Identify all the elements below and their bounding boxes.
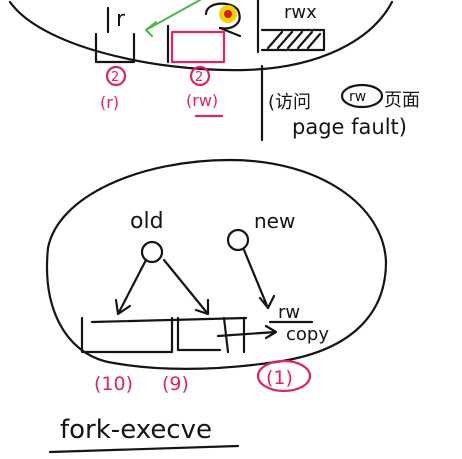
- process-label-new: new: [254, 209, 295, 233]
- page-frame-left: [80, 316, 174, 354]
- page-frame-top: [90, 316, 248, 324]
- red-dot-marker: [224, 10, 232, 18]
- arrow-old-left: [114, 258, 148, 316]
- perm-label-rwx: rwx: [284, 2, 317, 23]
- arrow-new-copy: [242, 248, 276, 310]
- count-circle-middle: [189, 65, 211, 87]
- process-circle-top: [204, 2, 241, 30]
- address-space-oval-bottom: [46, 158, 388, 370]
- process-circle-old: [140, 240, 164, 264]
- green-arrow: [145, 0, 201, 37]
- caption-underline: [48, 444, 240, 454]
- address-space-top: r rwx 2 (r) 2 (rw) (访问 rw 页面 page fault): [8, 0, 420, 142]
- copy-label: copy: [286, 324, 329, 345]
- perm-rw-copy: rw: [278, 302, 300, 323]
- count-circle-left: [105, 65, 127, 87]
- process-stroke-top: [218, 26, 242, 38]
- perm-rw-label: (rw): [186, 91, 218, 110]
- process-circle-new: [226, 228, 250, 252]
- arrow-old-right: [162, 258, 210, 316]
- address-space-bottom: old new rw copy (10) (9) (1): [46, 158, 388, 395]
- process-label-old: old: [130, 209, 164, 234]
- note-circled-rw: [340, 83, 384, 109]
- page-fault-note: (访问 rw 页面 page fault): [260, 64, 420, 142]
- count-right-bottom: (1): [266, 367, 293, 389]
- note-line1-prefix: (访问: [268, 92, 311, 113]
- count-left-top: 2: [111, 70, 119, 85]
- count-middle-bottom: (9): [162, 373, 189, 395]
- note-line2: page fault): [292, 115, 407, 139]
- note-circled-text: rw: [349, 89, 366, 105]
- page-box-r: [94, 32, 136, 64]
- count-left-bottom: (10): [94, 373, 133, 395]
- process-cursor-marker: [204, 2, 242, 38]
- page-copy-frame: [216, 316, 278, 354]
- page-frame-mid: [176, 316, 222, 352]
- count-middle-top: 2: [195, 70, 203, 85]
- note-line1-suffix: 页面: [384, 90, 420, 111]
- count-right-circle: [256, 359, 312, 393]
- address-space-oval-top: [8, 0, 394, 72]
- page-box-rwx: [256, 0, 326, 54]
- perm-label-r: r: [116, 7, 126, 32]
- perm-r-label: (r): [100, 93, 119, 112]
- page-box-rw: [170, 30, 226, 64]
- caption-fork-execve: fork-execve: [60, 415, 212, 445]
- page-box-rwx-hatch: [266, 30, 322, 50]
